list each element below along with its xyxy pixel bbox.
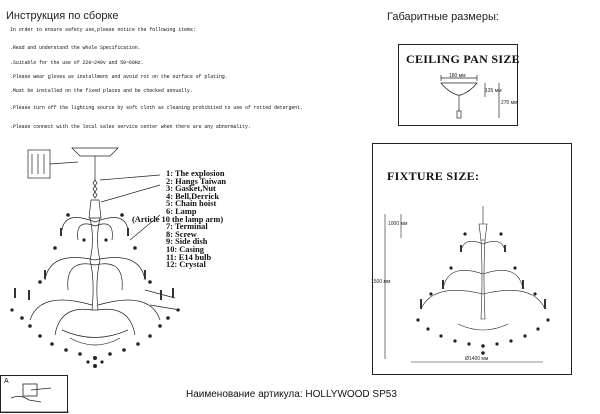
article-name: Наименование артикула: HOLLYWOOD SP53 bbox=[186, 389, 397, 400]
fixture-diameter-dimension: Ø1400 мм bbox=[465, 356, 489, 362]
part-item: 2: Hangs Taiwan bbox=[166, 176, 227, 186]
hand-wiring-icon bbox=[1, 383, 69, 413]
exploded-chandelier-drawing bbox=[10, 147, 181, 368]
part-item: 4: Bell,Derrick bbox=[166, 191, 220, 201]
part-item: 8: Screw bbox=[166, 229, 197, 239]
instruction-item: .Must be installed on the fixed places a… bbox=[10, 88, 193, 94]
ceiling-pan-height: 135 мм bbox=[485, 88, 502, 94]
instruction-item: .Please connect with the local sales ser… bbox=[10, 124, 251, 130]
instruction-item: .Please turn off the lighting source by … bbox=[10, 105, 303, 111]
instruction-item: .Suitable for the use of 220~240v and 50… bbox=[10, 60, 144, 66]
ceiling-pan-total: 270 мм bbox=[501, 100, 518, 106]
assembly-title: Инструкция по сборке bbox=[6, 10, 119, 22]
fixture-drop-dimension: 1000 мм bbox=[388, 221, 408, 227]
parts-list: 1: The explosion 2: Hangs Taiwan 3: Gask… bbox=[132, 169, 227, 270]
part-item: 1: The explosion bbox=[166, 169, 225, 178]
part-item: 3: Gasket,Nut bbox=[166, 184, 216, 194]
fixture-size-panel: FIXTURE SIZE: bbox=[371, 143, 572, 375]
part-item: 7: Terminal bbox=[166, 222, 208, 232]
instruction-item: .Read and understand the whole Specifica… bbox=[10, 45, 141, 51]
fixture-size-title: FIXTURE SIZE: bbox=[387, 169, 480, 183]
warning-tag: A bbox=[4, 378, 9, 385]
instruction-item: .Please wear gloves as installment and a… bbox=[10, 74, 228, 80]
fixture-height-dimension: 1500 мм bbox=[371, 279, 391, 285]
part-item: 9: Side dish bbox=[166, 237, 208, 247]
ceiling-pan-title: CEILING PAN SIZE bbox=[406, 52, 520, 66]
instruction-intro: In order to ensure safety use,please not… bbox=[10, 27, 196, 33]
part-item: 10: Casing bbox=[166, 244, 204, 254]
part-item-note: (Article 10 the lamp arm) bbox=[132, 214, 224, 224]
part-item: 5: Chain hoist bbox=[166, 199, 217, 209]
ceiling-pan-width: 180 мм bbox=[449, 73, 466, 79]
fixture-drawing bbox=[384, 206, 550, 363]
part-item: 12: Crystal bbox=[166, 260, 206, 270]
part-item: 11: E14 bulb bbox=[166, 252, 212, 262]
ceiling-pan-panel: CEILING PAN SIZE 180 мм 135 мм 270 мм bbox=[398, 44, 520, 126]
warning-thumbnail: A bbox=[0, 375, 69, 413]
dimensions-title: Габаритные размеры: bbox=[387, 11, 499, 23]
part-item: 6: Lamp bbox=[166, 206, 197, 216]
ceiling-pan-drawing bbox=[440, 75, 500, 119]
